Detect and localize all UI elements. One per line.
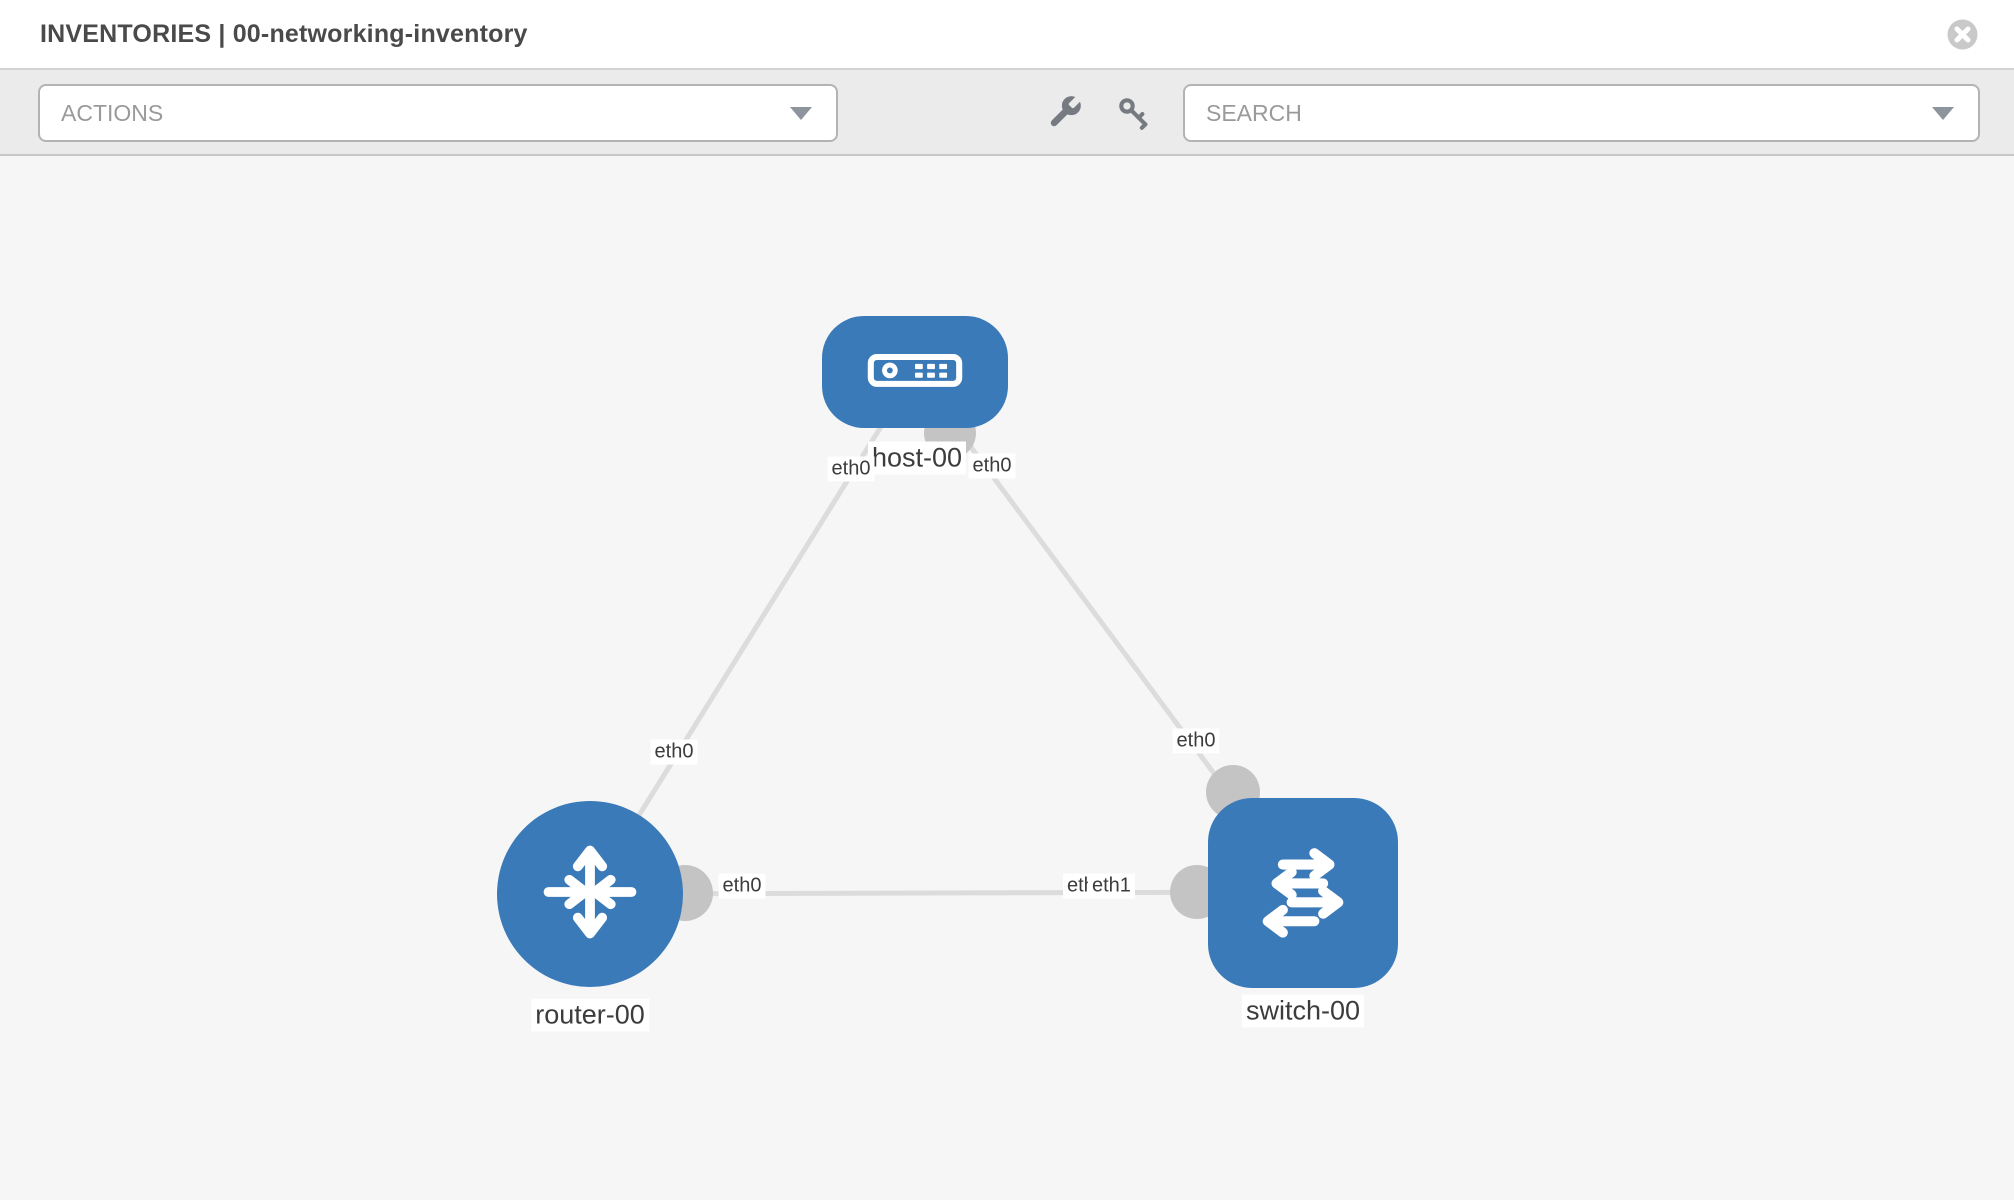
toolbar: ACTIONS: [0, 70, 2014, 156]
chevron-down-icon: [1932, 106, 1954, 120]
close-icon: [1947, 19, 1978, 53]
interface-label-host-router-mid: eth0: [650, 739, 698, 765]
tools-button[interactable]: [1036, 84, 1094, 142]
interface-label-host-right: eth0: [968, 453, 1016, 479]
close-button[interactable]: [1947, 19, 1978, 50]
topology-canvas[interactable]: host-00 router-00 switch-00 eth0 eth0 et…: [0, 156, 2014, 1200]
actions-dropdown[interactable]: ACTIONS: [38, 84, 838, 142]
wrench-icon: [1046, 93, 1084, 134]
node-label-switch: switch-00: [1241, 994, 1365, 1028]
search-input[interactable]: [1206, 99, 1932, 127]
interface-label-router-right: eth0: [718, 873, 766, 899]
actions-dropdown-label: ACTIONS: [61, 99, 164, 126]
node-label-host: host-00: [867, 441, 967, 475]
interface-label-host-left: eth0: [827, 456, 875, 482]
chevron-down-icon: [790, 106, 812, 120]
key-button[interactable]: [1104, 84, 1162, 142]
node-switch[interactable]: [1208, 798, 1398, 988]
search-combobox[interactable]: [1183, 84, 1980, 142]
switch-icon: [1240, 828, 1366, 959]
key-icon: [1114, 93, 1152, 134]
topology-links-layer: [587, 370, 1306, 921]
app-header: INVENTORIES | 00-networking-inventory: [0, 0, 2014, 70]
node-router[interactable]: [497, 801, 683, 987]
interface-label-host-switch-mid: eth0: [1172, 728, 1220, 754]
router-icon: [529, 831, 651, 958]
node-host[interactable]: [822, 316, 1008, 428]
interface-label-switch-over: eth1: [1088, 873, 1135, 899]
page-title: INVENTORIES | 00-networking-inventory: [40, 20, 528, 48]
host-icon: [863, 344, 967, 401]
node-label-router: router-00: [531, 998, 649, 1032]
